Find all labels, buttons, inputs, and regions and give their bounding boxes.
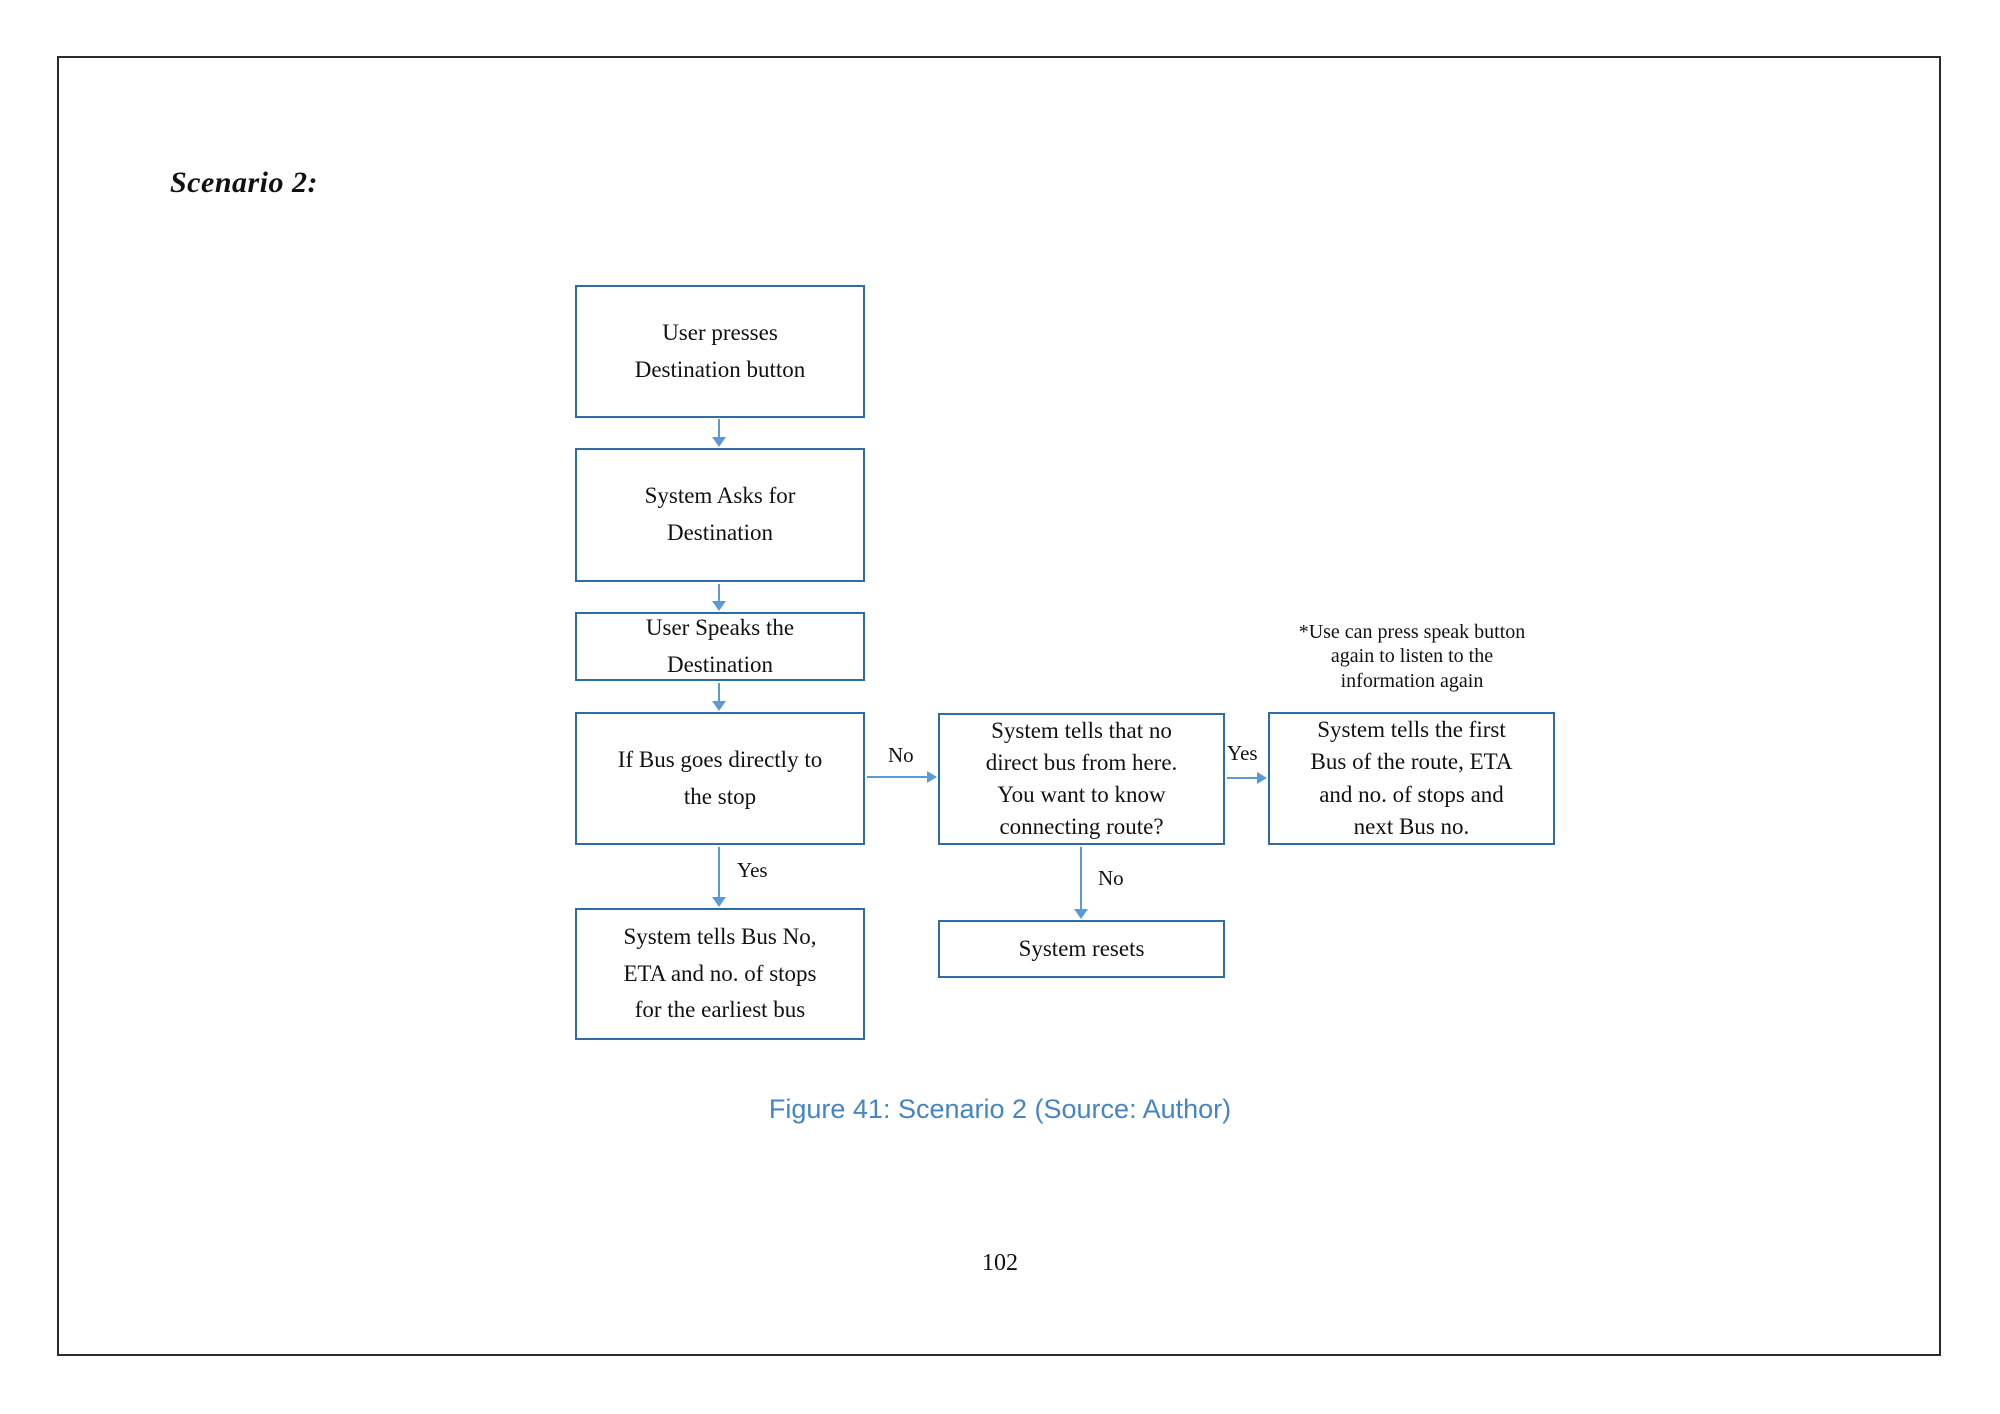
node-tells-first-bus-of-route: System tells the first Bus of the route,… (1268, 712, 1555, 845)
arrow-connect-yes-line (1227, 777, 1258, 779)
node-if-bus-direct: If Bus goes directly to the stop (575, 712, 865, 845)
arrow-speaks-to-direct-line (718, 683, 720, 702)
arrow-direct-yes-line (718, 847, 720, 898)
page-border (57, 56, 1941, 1356)
arrow-direct-no-line (867, 776, 928, 778)
node-user-speaks-destination: User Speaks the Destination (575, 612, 865, 681)
node-tells-earliest-bus: System tells Bus No, ETA and no. of stop… (575, 908, 865, 1040)
arrow-speaks-to-direct-head-icon (712, 701, 726, 711)
arrow-presses-to-asks-head-icon (712, 437, 726, 447)
node-system-asks-destination: System Asks for Destination (575, 448, 865, 582)
scenario-heading: Scenario 2: (170, 166, 318, 199)
figure-caption: Figure 41: Scenario 2 (Source: Author) (768, 1094, 1232, 1124)
node-system-resets: System resets (938, 920, 1225, 978)
page-number: 102 (982, 1250, 1018, 1276)
arrow-direct-yes-head-icon (712, 897, 726, 907)
edge-label-direct-yes: Yes (737, 858, 768, 882)
speak-button-note: *Use can press speak button again to lis… (1298, 621, 1526, 692)
arrow-asks-to-speaks-head-icon (712, 601, 726, 611)
arrow-connect-yes-head-icon (1257, 772, 1267, 784)
arrow-connect-no-head-icon (1074, 909, 1088, 919)
edge-label-connect-yes: Yes (1227, 741, 1258, 765)
edge-label-connect-no: No (1098, 866, 1124, 890)
node-user-presses-destination: User presses Destination button (575, 285, 865, 418)
arrow-presses-to-asks-line (718, 419, 720, 438)
node-no-direct-bus-prompt: System tells that no direct bus from her… (938, 713, 1225, 845)
arrow-connect-no-line (1080, 847, 1082, 910)
arrow-asks-to-speaks-line (718, 584, 720, 602)
edge-label-direct-no: No (888, 743, 914, 767)
arrow-direct-no-head-icon (927, 771, 937, 783)
